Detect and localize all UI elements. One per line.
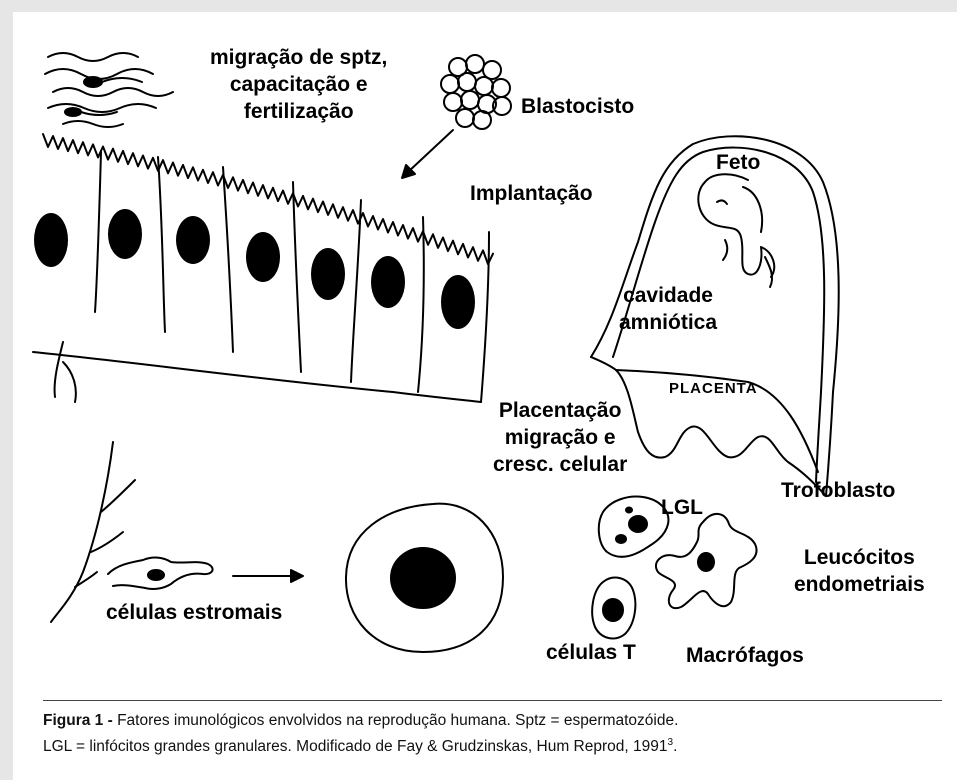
stromal-fibers bbox=[51, 342, 135, 622]
label-celulas-t: células T bbox=[546, 639, 636, 666]
label-leucocitos: Leucócitos endometriais bbox=[794, 544, 925, 598]
caption-title: Figura 1 - bbox=[43, 712, 113, 729]
label-placenta: PLACENTA bbox=[669, 375, 758, 402]
caption-divider bbox=[43, 700, 942, 701]
caption-end: . bbox=[673, 738, 677, 755]
label-blastocisto: Blastocisto bbox=[521, 93, 634, 120]
decidual-cell bbox=[346, 504, 503, 652]
epithelial-nuclei bbox=[34, 209, 475, 329]
label-cavidade-amniotica: cavidade amniótica bbox=[619, 282, 717, 336]
label-placentacao: Placentação migração e cresc. celular bbox=[493, 397, 627, 478]
blastocyst-cluster bbox=[441, 55, 511, 129]
caption-line1: Fatores imunológicos envolvidos na repro… bbox=[113, 712, 679, 729]
label-macrofagos: Macrófagos bbox=[686, 642, 804, 669]
macrophage-cell bbox=[656, 514, 757, 608]
label-lgl: LGL bbox=[661, 494, 703, 521]
sperm-migration-drawing bbox=[45, 53, 173, 127]
label-celulas-estromais: células estromais bbox=[106, 599, 282, 626]
label-feto: Feto bbox=[716, 149, 760, 176]
lgl-cell bbox=[599, 497, 669, 557]
label-migracao: migração de sptz, capacitação e fertiliz… bbox=[210, 44, 387, 125]
figure-caption: Figura 1 - Fatores imunológicos envolvid… bbox=[43, 710, 948, 758]
stromal-cell bbox=[108, 558, 303, 589]
label-implantacao: Implantação bbox=[470, 180, 593, 207]
t-cell bbox=[592, 578, 635, 639]
figure-panel: migração de sptz, capacitação e fertiliz… bbox=[13, 12, 957, 780]
caption-line2: LGL = linfócitos grandes granulares. Mod… bbox=[43, 738, 668, 755]
label-trofoblasto: Trofoblasto bbox=[781, 477, 895, 504]
